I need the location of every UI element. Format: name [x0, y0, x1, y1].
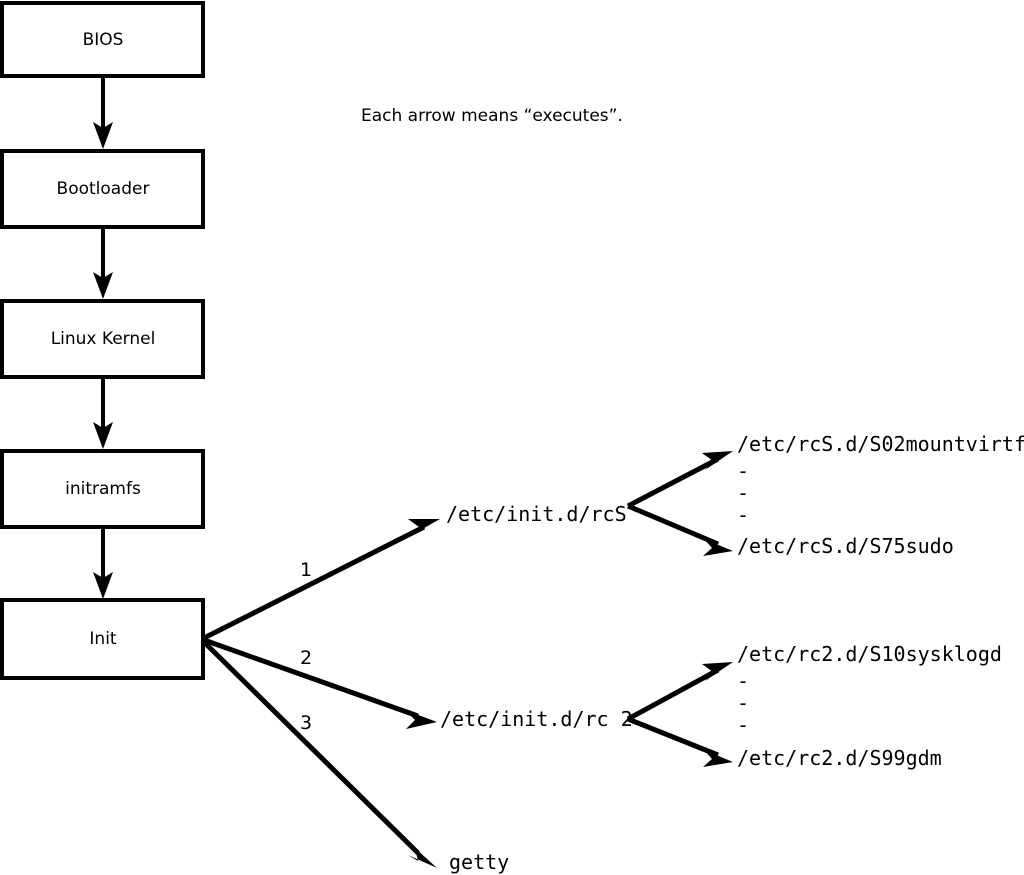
label-rcs-first-script[interactable]: /etc/rcS.d/S02mountvirtfs — [737, 432, 1024, 456]
bios-box[interactable] — [0, 1, 205, 78]
initramfs-label: initramfs — [65, 479, 141, 499]
edge-init-to-rcs: 1 — [202, 519, 440, 641]
arrow-head-icon — [703, 539, 733, 556]
label-rc2-first-script[interactable]: /etc/rc2.d/S10sysklogd — [737, 642, 1002, 666]
arrow-head-icon — [93, 272, 113, 299]
label-init-d-rc2[interactable]: /etc/init.d/rc 2 — [440, 707, 633, 731]
edge-kernel-to-initramfs — [93, 377, 113, 449]
edge-number-3: 3 — [300, 712, 312, 734]
edge-bios-to-bootloader — [93, 76, 113, 149]
init-label: Init — [89, 629, 117, 649]
label-rcs-last-script[interactable]: /etc/rcS.d/S75sudo — [737, 534, 954, 558]
label-getty[interactable]: getty — [449, 850, 509, 874]
linux-kernel-label: Linux Kernel — [51, 329, 156, 349]
rc2-first-line — [626, 667, 720, 722]
edge-initramfs-to-init — [93, 527, 113, 599]
arrow-head-icon — [702, 451, 733, 470]
node-bootloader[interactable]: Bootloader — [0, 149, 205, 229]
arrow-head-icon — [702, 662, 733, 681]
rc2-ellipsis-dash: - — [737, 669, 749, 693]
edge-init-to-getty: 3 — [202, 640, 437, 868]
init-getty-line — [202, 640, 420, 855]
edge-init-to-rc2: 2 — [203, 637, 437, 729]
node-init[interactable]: Init — [0, 598, 205, 680]
init-rc2-line — [203, 637, 419, 719]
init-box[interactable] — [0, 598, 205, 680]
rc2-ellipsis-dash: - — [737, 713, 749, 737]
arrow-head-icon — [93, 122, 113, 149]
node-bios[interactable]: BIOS — [0, 1, 205, 78]
arrow-head-icon — [408, 519, 440, 536]
linux-kernel-box[interactable] — [0, 299, 205, 379]
rcs-first-line — [626, 456, 720, 509]
edge-number-1: 1 — [300, 559, 312, 581]
rcs-ellipsis-dash: - — [737, 503, 749, 527]
arrow-head-icon — [408, 848, 437, 868]
rcs-last-line — [627, 503, 719, 547]
node-linux-kernel[interactable]: Linux Kernel — [0, 299, 205, 379]
rc2-ellipsis-dash: - — [737, 691, 749, 715]
arrow-head-icon — [93, 572, 113, 599]
rcs-ellipsis-dash: - — [737, 459, 749, 483]
bootloader-label: Bootloader — [57, 179, 150, 199]
node-initramfs[interactable]: initramfs — [0, 449, 205, 529]
rc2-last-line — [627, 716, 719, 758]
legend-note: Each arrow means “executes”. — [361, 106, 623, 126]
arrow-head-icon — [405, 710, 437, 729]
edge-number-2: 2 — [300, 647, 312, 669]
init-rcs-line — [202, 524, 426, 641]
fork-rc2-scripts — [626, 662, 733, 767]
label-rc2-last-script[interactable]: /etc/rc2.d/S99gdm — [737, 746, 942, 770]
arrow-head-icon — [93, 422, 113, 449]
label-init-d-rcs[interactable]: /etc/init.d/rcS — [446, 502, 627, 526]
fork-rcs-scripts — [626, 451, 733, 556]
arrow-head-icon — [703, 750, 733, 767]
edge-bootloader-to-kernel — [93, 227, 113, 299]
rcs-ellipsis-dash: - — [737, 481, 749, 505]
bootloader-box[interactable] — [0, 149, 205, 229]
bios-label: BIOS — [83, 30, 124, 50]
